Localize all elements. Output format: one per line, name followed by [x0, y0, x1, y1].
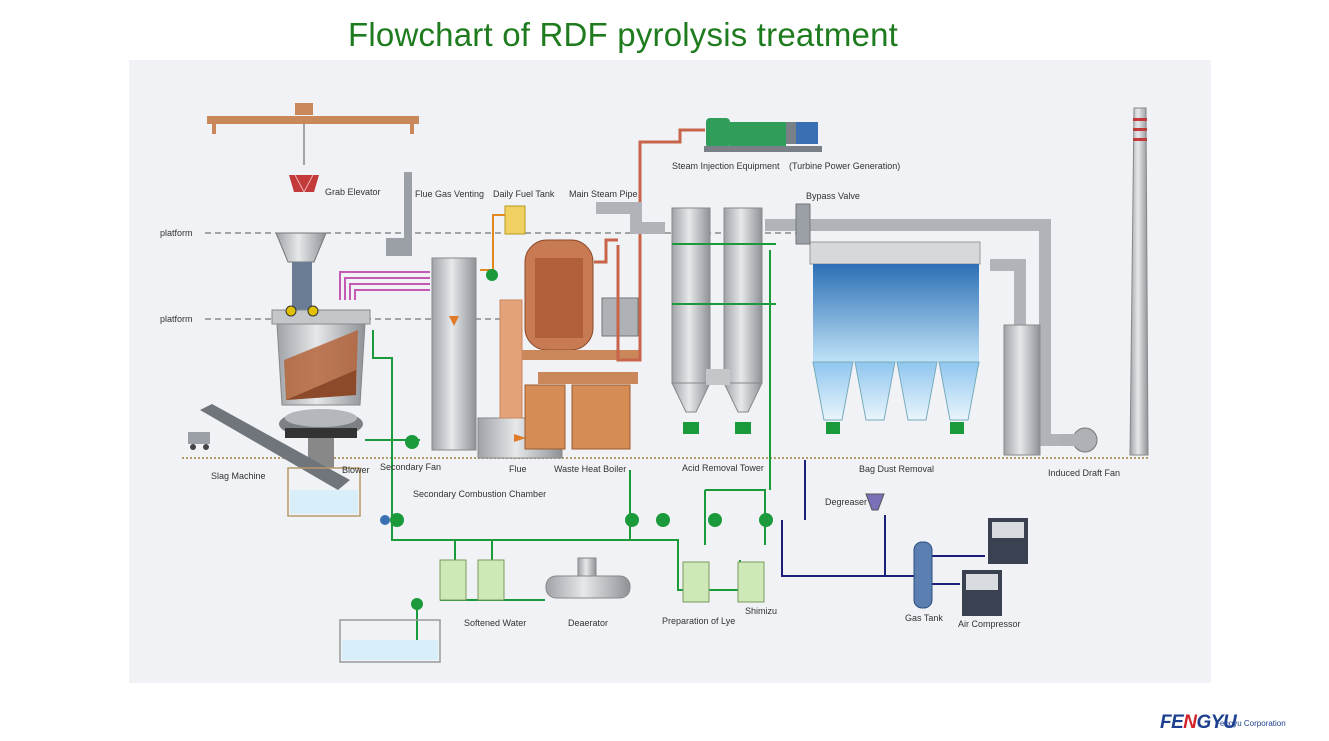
label-slag-machine: Slag Machine	[211, 471, 266, 481]
chimney	[1129, 107, 1149, 456]
label-turbine-power-generation: (Turbine Power Generation)	[789, 161, 900, 171]
label-preparation-of-lye: Preparation of Lye	[662, 616, 735, 626]
water-pool	[339, 619, 441, 663]
process-flowchart: Grab Elevator platform platform Flue Gas…	[160, 103, 1150, 663]
label-bag-dust-removal: Bag Dust Removal	[859, 464, 934, 474]
label-steam-injection-equipment: Steam Injection Equipment	[672, 161, 780, 171]
label-secondary-combustion-chamber: Secondary Combustion Chamber	[413, 489, 546, 499]
flue-duct	[339, 271, 430, 300]
label-platform-upper: platform	[160, 228, 193, 238]
slag-machine	[188, 404, 361, 517]
daily-fuel-tank	[480, 205, 526, 271]
lye-tanks	[682, 561, 765, 603]
label-main-steam-pipe: Main Steam Pipe	[569, 189, 638, 199]
label-air-compressor: Air Compressor	[958, 619, 1021, 629]
waste-heat-boiler	[522, 239, 640, 450]
gas-tank	[913, 541, 933, 609]
labels: Grab Elevator platform platform Flue Gas…	[160, 161, 1120, 629]
label-daily-fuel-tank: Daily Fuel Tank	[493, 189, 555, 199]
main-steam-pipe	[616, 128, 705, 362]
label-deaerator: Deaerator	[568, 618, 608, 628]
logo-company-name: Fengyu Corporation	[1215, 719, 1286, 728]
pumps	[380, 269, 773, 610]
deaerator	[545, 557, 631, 599]
label-blower: Blower	[342, 465, 370, 475]
label-flue-gas-venting: Flue Gas Venting	[415, 189, 484, 199]
label-waste-heat-boiler: Waste Heat Boiler	[554, 464, 626, 474]
label-flue: Flue	[509, 464, 527, 474]
steam-turbine	[704, 118, 822, 152]
air-compressors	[962, 518, 1028, 616]
induced-draft-fan	[1060, 427, 1098, 453]
secondary-combustion-chamber	[431, 257, 477, 451]
bag-dust-removal	[809, 241, 981, 434]
label-secondary-fan: Secondary Fan	[380, 462, 441, 472]
pyrolysis-furnace	[271, 232, 371, 468]
bypass-valve	[795, 203, 811, 245]
label-bypass-valve: Bypass Valve	[806, 191, 860, 201]
softened-water-tanks	[439, 559, 505, 601]
label-grab-elevator: Grab Elevator	[325, 187, 381, 197]
label-platform-lower: platform	[160, 314, 193, 324]
flue-gas-venting	[386, 172, 412, 256]
separator	[1003, 324, 1041, 456]
acid-removal-tower	[671, 207, 776, 434]
label-softened-water: Softened Water	[464, 618, 526, 628]
label-gas-tank: Gas Tank	[905, 613, 943, 623]
label-shimizu: Shimizu	[745, 606, 777, 616]
degreaser	[865, 493, 885, 511]
air-piping	[781, 460, 985, 585]
label-degreaser: Degreaser	[825, 497, 867, 507]
diagram-panel: Grab Elevator platform platform Flue Gas…	[129, 60, 1211, 683]
grab-elevator	[207, 103, 419, 194]
label-acid-removal-tower: Acid Removal Tower	[682, 463, 764, 473]
logo-mark: FENGYU	[1160, 712, 1237, 733]
label-induced-draft-fan: Induced Draft Fan	[1048, 468, 1120, 478]
brick-wall	[499, 299, 523, 419]
company-logo: FENGYU Fengyu Corporation	[1160, 711, 1310, 735]
page-title: Flowchart of RDF pyrolysis treatment	[348, 16, 899, 53]
